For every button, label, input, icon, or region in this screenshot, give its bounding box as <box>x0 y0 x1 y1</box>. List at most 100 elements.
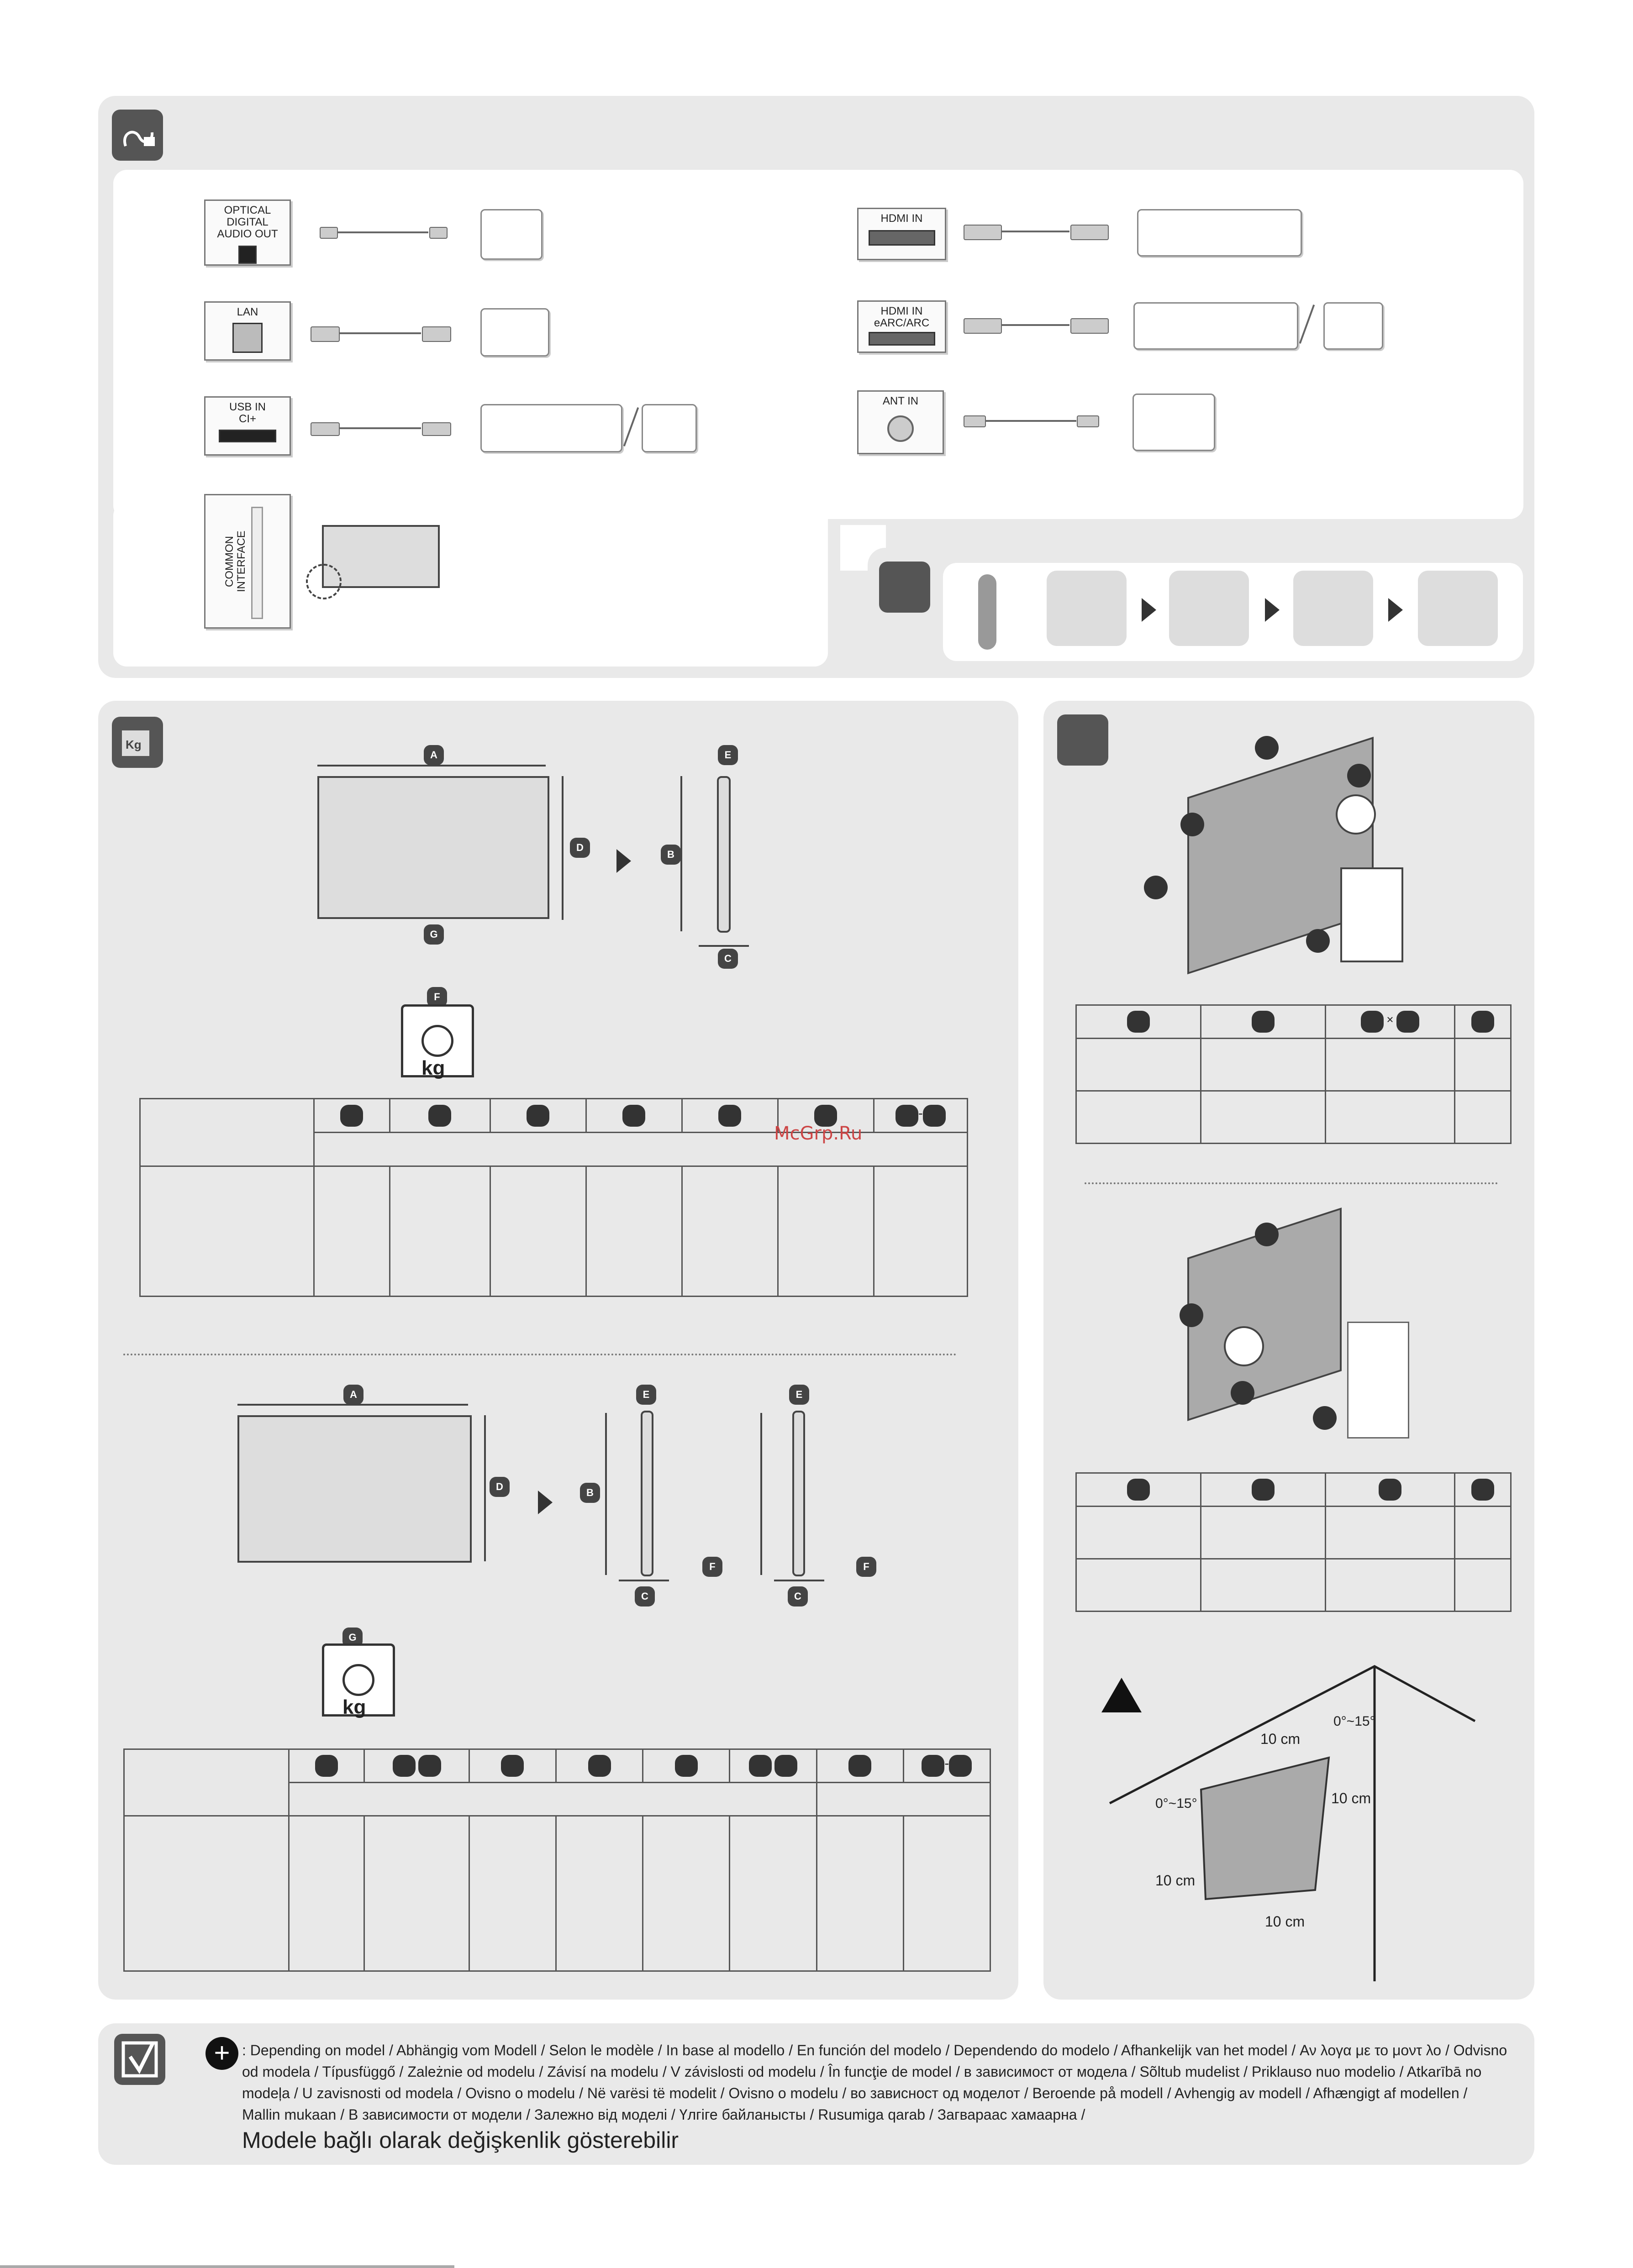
label-f: F <box>427 987 447 1007</box>
remote-step-4 <box>1418 571 1498 646</box>
usb-drive-icon <box>642 404 697 452</box>
note-line-5: Modele bağlı olarak değişkenlik göstereb… <box>242 2127 679 2153</box>
wall-divider <box>1085 1182 1498 1184</box>
hdmi-socket-icon <box>868 230 935 246</box>
optical-plug-left <box>320 227 338 239</box>
watermark: McGrp.Ru <box>774 1123 863 1144</box>
clearance-left-label: 10 cm <box>1155 1872 1195 1889</box>
antenna-plug-left <box>964 415 986 427</box>
vesa-times: × <box>1386 1013 1394 1027</box>
dimension-line-a-2 <box>237 1404 468 1406</box>
tv-front-view-2 <box>237 1415 472 1563</box>
hdmi-plug-left <box>964 225 1002 240</box>
optical-port-label: OPTICAL DIGITAL AUDIO OUT <box>217 204 278 240</box>
tv-side-view <box>717 776 731 933</box>
note-line-3: modeļa / U zavisnosti od modela / Ovisno… <box>242 2085 1468 2101</box>
audio-system-icon <box>1323 302 1383 350</box>
mount-label-5 <box>1306 929 1330 953</box>
lan-port-label: LAN <box>237 306 258 318</box>
angle-label-left: 0°~15° <box>1155 1796 1197 1811</box>
optical-cable <box>337 231 428 233</box>
label-b: B <box>661 845 681 865</box>
bottom-rule <box>0 2265 454 2268</box>
antenna-icon <box>1133 394 1215 451</box>
mount-label-4 <box>1144 876 1168 899</box>
antenna-cable <box>985 420 1076 422</box>
optical-plug-right <box>429 227 448 239</box>
wall-mount-icon <box>1057 714 1108 766</box>
mount-label-7 <box>1180 1303 1203 1327</box>
antenna-socket-icon <box>887 415 914 442</box>
mount-label-3 <box>1347 764 1371 788</box>
remote-step-1 <box>1047 571 1127 646</box>
plus-icon: + <box>205 2037 238 2070</box>
label-b-2: B <box>580 1483 600 1503</box>
label-c: C <box>718 949 738 969</box>
usb-plug-right <box>422 422 451 436</box>
hdmi-devices-box <box>1137 209 1302 257</box>
label-f-2: F <box>702 1557 722 1577</box>
dimension-line-b <box>680 776 682 931</box>
optical-port: OPTICAL DIGITAL AUDIO OUT <box>204 200 291 266</box>
svg-text:Kg: Kg <box>126 738 142 751</box>
model-note: : Depending on model / Abhängig vom Mode… <box>242 2040 1521 2155</box>
mount-label-9 <box>1313 1406 1337 1430</box>
checkmark-icon <box>114 2034 165 2085</box>
dimension-line-b-2 <box>605 1413 607 1575</box>
usb-plug-left <box>311 422 340 436</box>
label-f-3: F <box>856 1557 876 1577</box>
ci-card-dashed-circle <box>306 564 342 599</box>
lan-port: LAN <box>204 301 291 361</box>
hdmi-earc-plug-right <box>1070 318 1109 334</box>
dimension-line-d-2 <box>484 1415 486 1561</box>
step-arrow-icon <box>1265 598 1280 622</box>
weight-scale-icon-2: kg <box>322 1643 395 1718</box>
hdmi-earc-port: HDMI IN eARC/ARC <box>857 300 946 353</box>
hdmi-plug-right <box>1070 225 1109 240</box>
dimension-line-b-3 <box>760 1413 762 1575</box>
angle-label-right: 0°~15° <box>1333 1714 1375 1729</box>
wall-clearance-diagram: 10 cm 0°~15° 0°~15° 10 cm 10 cm 10 cm <box>1109 1665 1476 1981</box>
usb-socket-icon <box>219 430 276 442</box>
dimension-line-d <box>562 776 564 920</box>
hdmi-port: HDMI IN <box>857 208 946 260</box>
label-e-2: E <box>636 1385 656 1405</box>
tv-front-view <box>317 776 549 919</box>
mount-label-6 <box>1255 1223 1279 1246</box>
antenna-port: ANT IN <box>857 390 944 454</box>
step-arrow-icon <box>1388 598 1403 622</box>
dimensions-table-bottom: - <box>123 1748 991 1972</box>
usb-cable <box>339 427 421 429</box>
audio-system-icon <box>480 209 543 260</box>
antenna-port-label: ANT IN <box>882 395 919 407</box>
hdmi-earc-cable <box>1001 324 1069 326</box>
label-c-3: C <box>788 1586 808 1606</box>
ethernet-socket-icon <box>232 323 263 353</box>
optical-socket-icon <box>238 246 257 264</box>
table-separator: - <box>944 1756 949 1771</box>
label-e: E <box>718 745 738 765</box>
hdmi-port-label: HDMI IN <box>880 212 923 225</box>
label-a: A <box>424 745 444 765</box>
note-line-4: Mallin mukaan / В зависимости от модели … <box>242 2106 1085 2123</box>
cable-icon <box>112 110 163 161</box>
mount-label-8 <box>1231 1381 1254 1405</box>
hdmi-earc-plug-left <box>964 318 1002 334</box>
screw-detail-icon-2 <box>1224 1326 1264 1366</box>
hdmi-earc-port-label: HDMI IN eARC/ARC <box>874 305 930 329</box>
remote-buttons-icon <box>879 562 930 613</box>
router-icon <box>480 308 549 357</box>
note-panel <box>98 2023 1534 2165</box>
label-c-2: C <box>635 1586 655 1606</box>
antenna-plug-right <box>1077 415 1099 427</box>
label-e-3: E <box>789 1385 809 1405</box>
dimension-line-c-2 <box>619 1580 669 1581</box>
note-line-2: od modela / Típusfüggő / Zależnie od mod… <box>242 2063 1482 2080</box>
vesa-table-2 <box>1075 1472 1512 1612</box>
lan-plug-right <box>422 326 451 342</box>
clearance-bottom-label: 10 cm <box>1265 1913 1305 1930</box>
weight-scale-icon: kg <box>401 1004 474 1079</box>
rotate-arrow-icon <box>616 849 631 873</box>
hdmi-earc-devices-box <box>1133 302 1298 350</box>
label-d-2: D <box>490 1477 510 1497</box>
